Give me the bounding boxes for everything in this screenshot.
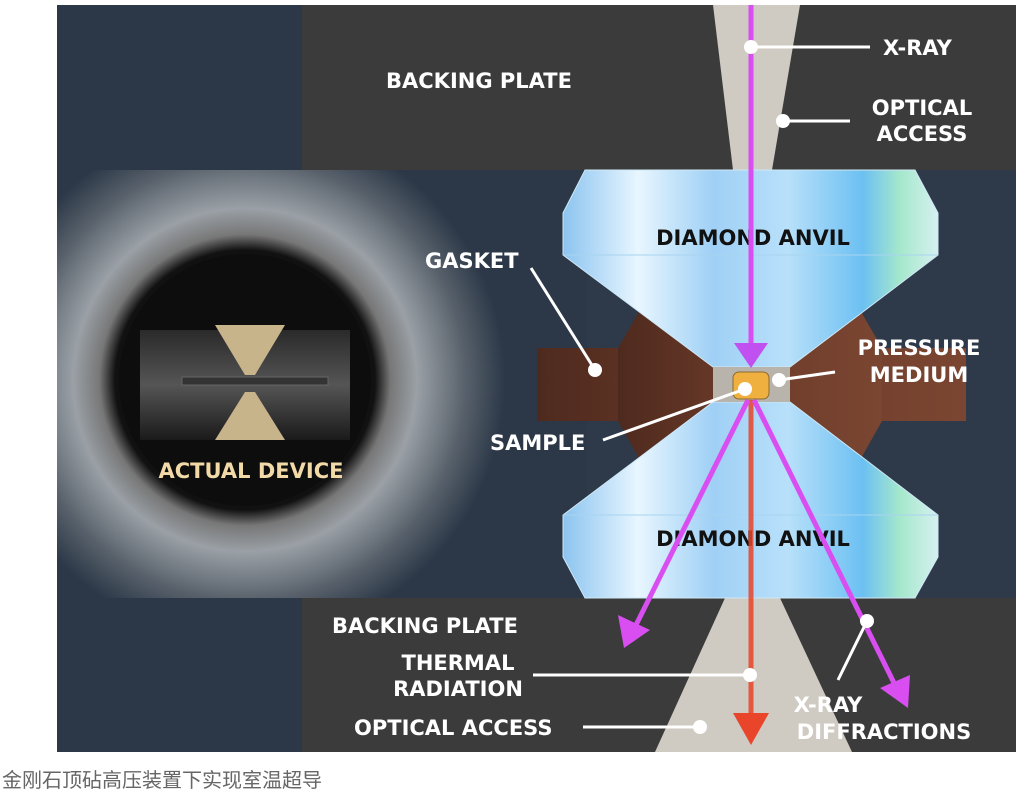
diffraction-left-arrowhead (618, 615, 650, 648)
x-ray-diffraction-left (633, 398, 751, 627)
actual-device-photo: ACTUAL DEVICE (119, 254, 371, 506)
sample-label: SAMPLE (490, 431, 585, 455)
thermal-radiation-label-1: THERMAL (402, 651, 515, 675)
actual-device-label: ACTUAL DEVICE (159, 459, 344, 483)
x-ray-arrowhead (734, 343, 768, 368)
x-ray-label: X-RAY (883, 36, 953, 60)
optical-access-top-label-1: OPTICAL (872, 96, 972, 120)
thermal-arrowhead (733, 713, 769, 745)
optical-access-top-label-2: ACCESS (877, 122, 968, 146)
diffraction-right-arrowhead (880, 675, 910, 708)
diamond-anvil-cell-diagram: ACTUAL DEVICE DIAMOND ANVIL DIAMOND ANVI… (57, 5, 1016, 752)
x-ray-diffraction-right (751, 398, 898, 687)
pressure-medium-label-1: PRESSURE (858, 336, 981, 360)
backing-plate-top-label: BACKING PLATE (386, 69, 572, 93)
pressure-medium-label-2: MEDIUM (870, 363, 968, 387)
backing-plate-bottom-label: BACKING PLATE (332, 614, 518, 638)
leader-dots (588, 40, 874, 734)
x-ray-diffractions-label-2: DIFFRACTIONS (797, 720, 971, 744)
leader-lines (529, 45, 870, 729)
backing-plate-top (302, 5, 1016, 170)
figure-caption: 金刚石顶砧高压装置下实现室温超导 (2, 768, 322, 792)
gasket-label: GASKET (425, 249, 519, 273)
optical-access-bottom-label: OPTICAL ACCESS (354, 716, 552, 740)
x-ray-diffractions-label-1: X-RAY (794, 693, 864, 717)
thermal-radiation-label-2: RADIATION (393, 677, 523, 701)
